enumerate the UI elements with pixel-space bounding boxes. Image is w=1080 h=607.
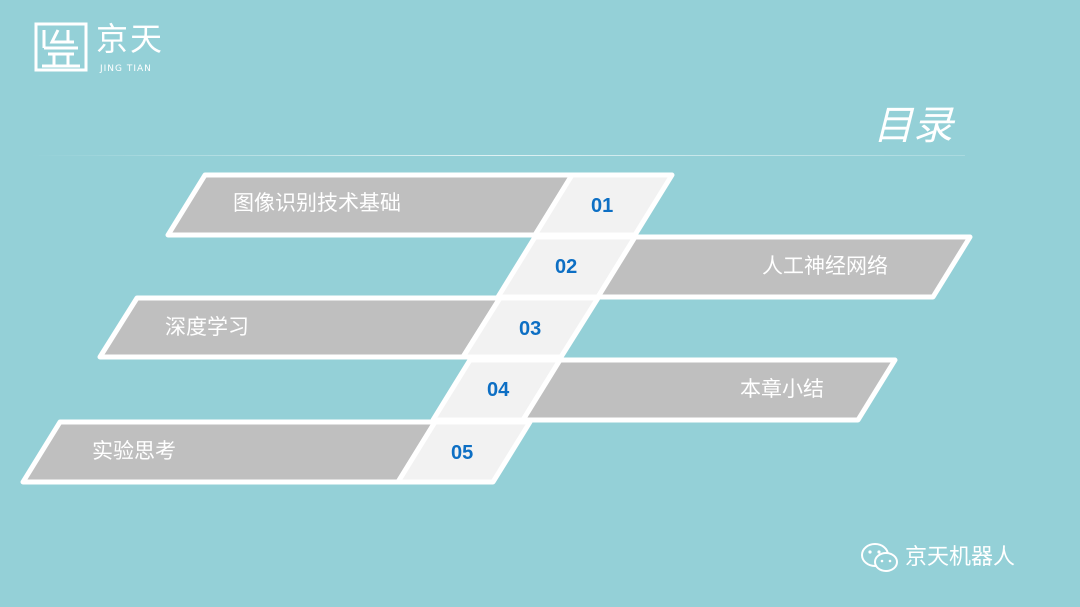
item-label-3[interactable]: 深度学习 bbox=[165, 315, 249, 339]
item-bar-3[interactable] bbox=[97, 295, 503, 360]
wechat-icon bbox=[860, 542, 900, 578]
page-title: 目录 bbox=[873, 103, 953, 149]
logo bbox=[34, 22, 88, 72]
title-divider bbox=[30, 155, 965, 156]
item-label-2[interactable]: 人工神经网络 bbox=[762, 254, 888, 278]
item-bar-5[interactable] bbox=[20, 419, 438, 485]
item-cell-5[interactable] bbox=[395, 419, 533, 485]
item-number-2: 02 bbox=[555, 256, 578, 278]
item-bar-2[interactable] bbox=[595, 234, 973, 300]
item-label-5[interactable]: 实验思考 bbox=[92, 439, 176, 463]
item-label-1[interactable]: 图像识别技术基础 bbox=[233, 191, 401, 215]
item-number-4: 04 bbox=[487, 379, 510, 401]
item-label-4[interactable]: 本章小结 bbox=[740, 377, 824, 401]
logo-name: 京天 bbox=[96, 20, 165, 58]
item-number-5: 05 bbox=[451, 442, 474, 464]
item-number-1: 01 bbox=[591, 195, 614, 217]
item-number-3: 03 bbox=[519, 318, 542, 340]
logo-mark-icon bbox=[34, 22, 88, 72]
item-cell-3[interactable] bbox=[460, 295, 601, 360]
item-bar-4[interactable] bbox=[520, 357, 898, 423]
logo-subtitle: JING TIAN bbox=[100, 64, 152, 74]
account-name: 京天机器人 bbox=[905, 545, 1016, 570]
